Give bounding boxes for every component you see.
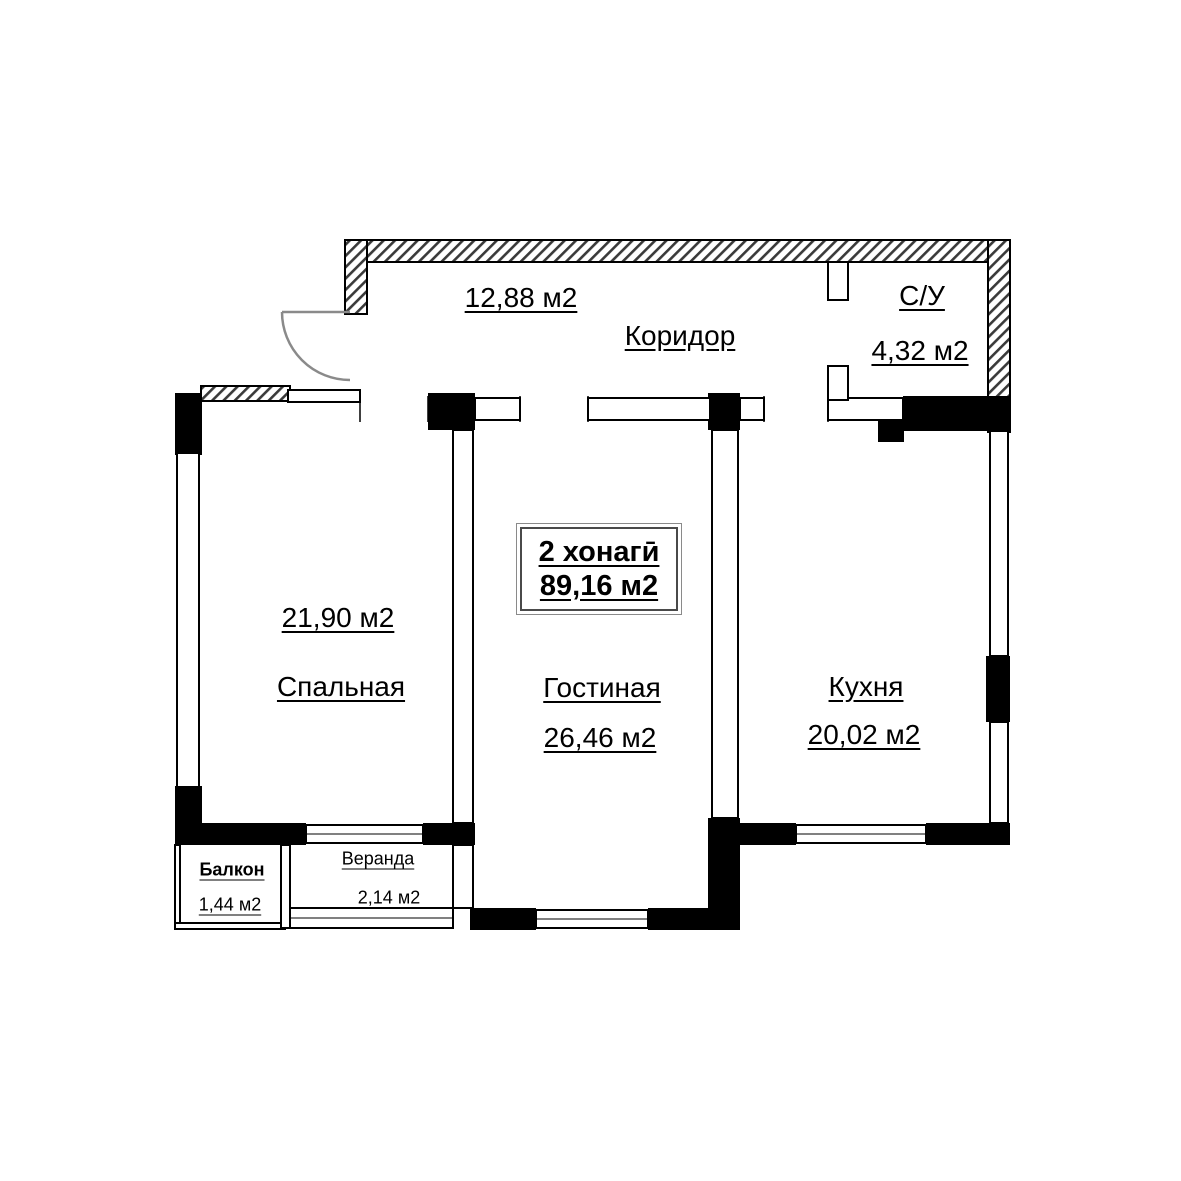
kitchen-area-label: 20,02 м2 [807, 719, 921, 750]
wall-kitchen-right-lower [989, 721, 1009, 824]
wall-living-kitchen [711, 429, 739, 819]
wall-su-left-lower [827, 365, 849, 401]
wall-bedroom-left [176, 452, 200, 788]
bedroom-name-label: Спальная [276, 671, 406, 702]
wall-su-bottom [827, 397, 904, 421]
living-area-label: 26,46 м2 [543, 722, 657, 753]
corridor-name-label: Коридор [624, 320, 736, 351]
thin-walls [174, 261, 1009, 930]
wall-vestibule-hatch [200, 385, 291, 402]
pillar-bedroom-living-top [428, 393, 475, 430]
door-openings [359, 299, 848, 422]
wall-living-bottom-right [648, 908, 740, 930]
windows [289, 824, 927, 929]
wall-entrance-stub [344, 239, 368, 315]
door-arc [280, 311, 351, 382]
balcony-area-label: 1,44 м2 [198, 894, 262, 915]
wall-kitchen-bottom-right [926, 823, 1010, 845]
bathroom-area-label: 4,32 м2 [871, 335, 969, 366]
veranda-area-label: 2,14 м2 [357, 887, 421, 908]
wall-kitchen-bottom-left [738, 823, 796, 845]
wall-corridor-bottom-2 [587, 397, 711, 421]
wall-balcony-bottom [174, 922, 286, 930]
kitchen-name-label: Кухня [828, 671, 904, 702]
pillar-kitchen-right [986, 656, 1010, 722]
wall-vestibule-bedroom [287, 389, 361, 403]
corridor-area-label: 12,88 м2 [464, 282, 578, 313]
wall-balcony-left [174, 844, 181, 929]
pillar-living-kitchen-top [708, 393, 740, 430]
unit-title: 2 хонагӣ [538, 535, 660, 568]
wall-su-left-upper [827, 261, 849, 301]
pillar-su-kitchen [903, 396, 1010, 431]
pillar-kitchen-su-corner [878, 420, 904, 442]
living-name-label: Гостиная [543, 672, 661, 703]
wall-corridor-bottom-3 [739, 397, 765, 421]
pillar-bedroom-left-top [175, 393, 202, 455]
bedroom-area-label: 21,90 м2 [281, 602, 395, 633]
wall-bedroom-living [452, 429, 474, 824]
wall-top [344, 239, 1011, 263]
wall-bedroom-bottom-right [423, 823, 475, 845]
entrance-door [280, 310, 351, 382]
pillar-bedroom-left-bottom [175, 786, 202, 845]
wall-balcony-veranda [280, 844, 291, 929]
wall-bedroom-bottom-left [201, 823, 306, 845]
balcony-name-label: Балкон [199, 859, 265, 880]
unit-summary-box: 2 хонагӣ 89,16 м2 [516, 523, 682, 615]
wall-living-bottom-left [470, 908, 536, 930]
wall-veranda-living [452, 844, 474, 909]
solid-walls [175, 393, 1010, 930]
wall-kitchen-right-upper [989, 430, 1009, 657]
bathroom-name-label: С/У [899, 280, 945, 311]
veranda-name-label: Веранда [341, 848, 415, 869]
wall-corridor-bottom-1 [474, 397, 521, 421]
unit-total-area: 89,16 м2 [539, 569, 659, 602]
